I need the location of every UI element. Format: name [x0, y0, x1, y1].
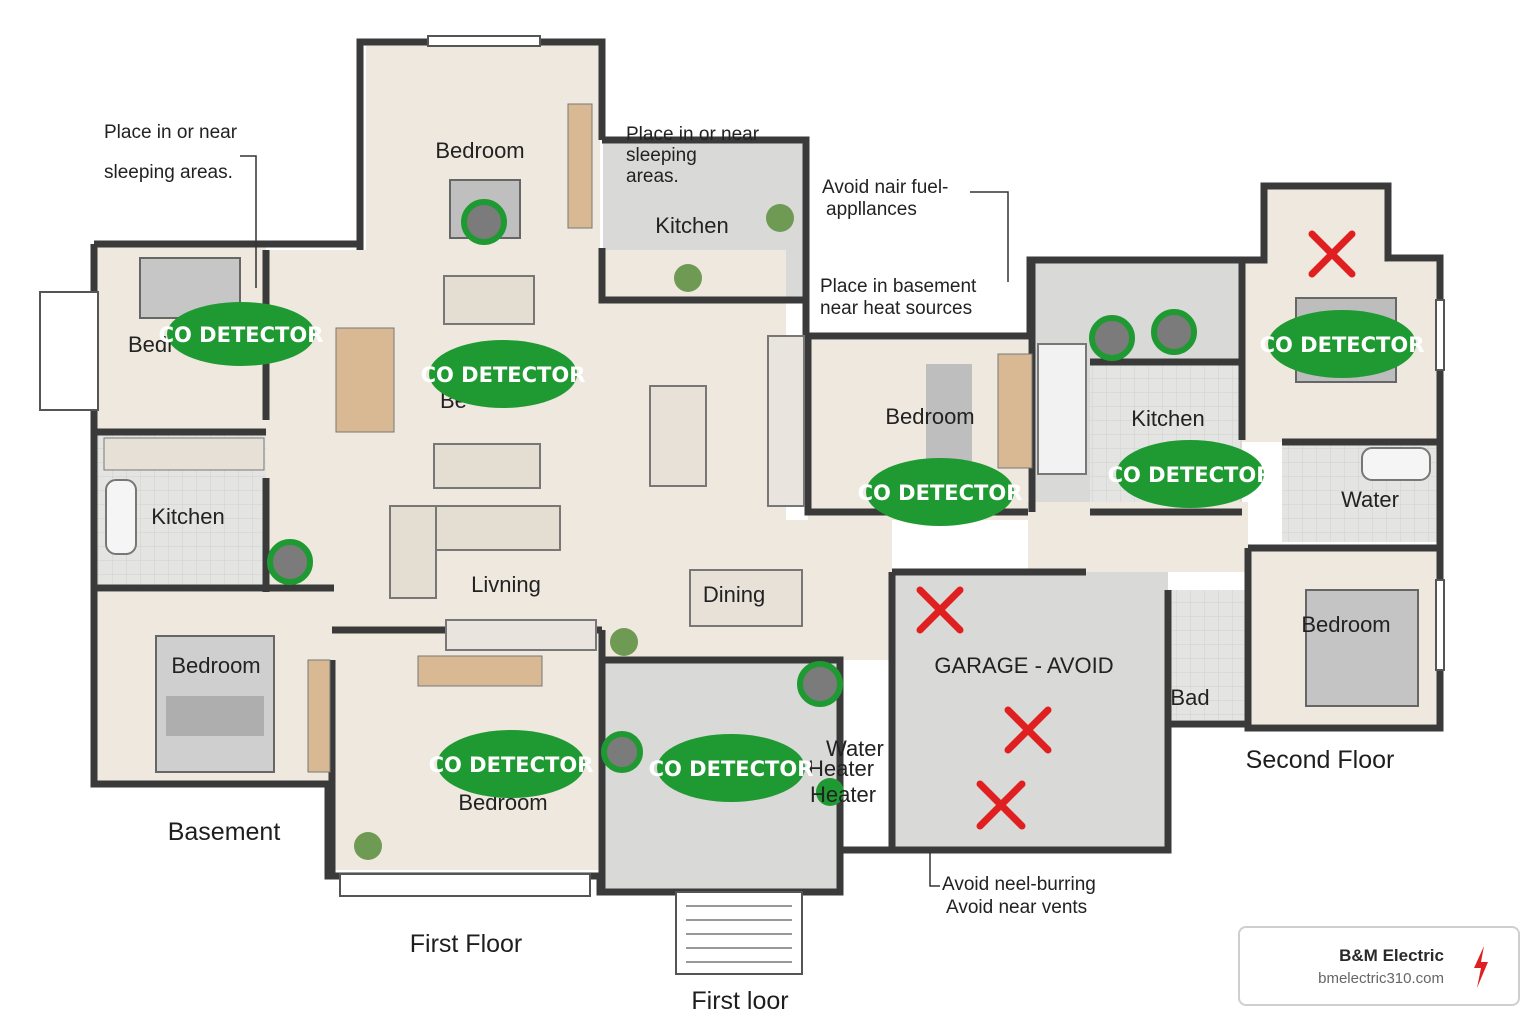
- detector-marker: [1089, 315, 1135, 361]
- room-label-bedroom-right: Bedroom: [1301, 612, 1390, 637]
- floor-label-first-loor: First loor: [691, 987, 788, 1015]
- room-label-kitchen-left: Kitchen: [151, 504, 224, 529]
- avoid-x-mark: [976, 780, 1026, 830]
- note-sleeping-top-1: Place in or near: [626, 124, 760, 145]
- note-fuel-2: appllances: [826, 199, 917, 220]
- room-label-bedroom-basement: Bedroom: [171, 653, 260, 678]
- room-label-dining: Dining: [703, 582, 765, 607]
- svg-text:CO DETECTOR: CO DETECTOR: [649, 757, 814, 781]
- room-labels: Bedroom Kitchen Bedr Be Kitchen Livning …: [128, 138, 1399, 815]
- svg-text:CO DETECTOR: CO DETECTOR: [159, 323, 324, 347]
- detector-marker: [797, 661, 843, 707]
- floor-label-second-floor: Second Floor: [1246, 746, 1395, 774]
- detector-marker: [1151, 309, 1197, 355]
- room-label-bad: Bad: [1170, 685, 1209, 710]
- co-detector-badge: CO DETECTOR: [1260, 310, 1425, 378]
- room-label-bedroom-mid: Bedroom: [885, 404, 974, 429]
- brand-name: B&M Electric: [1339, 946, 1444, 965]
- brand-url: bmelectric310.com: [1318, 970, 1444, 987]
- svg-text:CO DETECTOR: CO DETECTOR: [1108, 463, 1273, 487]
- note-vents-1: Avoid neel-burring: [942, 874, 1096, 895]
- room-label-water-heater-2: Heater: [808, 756, 874, 781]
- annotations: Place in or near sleeping areas. Place i…: [104, 122, 1096, 918]
- detector-marker: [816, 778, 844, 806]
- svg-text:CO DETECTOR: CO DETECTOR: [421, 363, 586, 387]
- entry-steps: [686, 905, 792, 963]
- note-sleeping-top-2: sleeping: [626, 145, 697, 166]
- co-detector-badges: CO DETECTOR CO DETECTOR CO DETECTOR CO D…: [159, 302, 1425, 802]
- room-label-bedroom-left: Bedr: [128, 332, 174, 357]
- co-detector-badge: CO DETECTOR: [1108, 440, 1273, 508]
- co-detector-badge: CO DETECTOR: [858, 458, 1023, 526]
- note-fuel-1: Avoid nair fuel-: [822, 177, 948, 198]
- co-detector-badge: CO DETECTOR: [421, 340, 586, 408]
- floor-label-basement: Basement: [168, 818, 281, 846]
- note-sleeping-left-1: Place in or near: [104, 122, 238, 143]
- avoid-x-mark: [1308, 230, 1356, 278]
- note-vents-2: Avoid near vents: [946, 897, 1087, 918]
- note-sleeping-left-2: sleeping areas.: [104, 162, 233, 183]
- floor-label-first-floor: First Floor: [410, 930, 523, 958]
- svg-text:CO DETECTOR: CO DETECTOR: [858, 481, 1023, 505]
- note-basement-2: near heat sources: [820, 298, 972, 319]
- svg-text:CO DETECTOR: CO DETECTOR: [429, 753, 594, 777]
- detector-marker: [601, 731, 643, 773]
- room-label-water-heater-1: Water: [826, 736, 884, 761]
- room-label-water-heater-3: Heater: [810, 782, 876, 807]
- co-detector-badge: CO DETECTOR: [649, 734, 814, 802]
- avoid-x-mark: [1004, 706, 1052, 754]
- avoid-marks: [916, 230, 1356, 830]
- detector-marker: [461, 199, 507, 245]
- room-label-kitchen-top: Kitchen: [655, 213, 728, 238]
- co-detector-badge: CO DETECTOR: [429, 730, 594, 798]
- note-sleeping-top-3: areas.: [626, 166, 679, 187]
- room-label-bedroom-top: Bedroom: [435, 138, 524, 163]
- detector-markers: [267, 199, 1197, 806]
- room-label-garage: GARAGE - AVOID: [934, 653, 1113, 678]
- furniture: [103, 103, 1431, 860]
- svg-text:CO DETECTOR: CO DETECTOR: [1260, 333, 1425, 357]
- co-detector-badge: CO DETECTOR: [159, 302, 324, 366]
- room-label-living: Livning: [471, 572, 541, 597]
- room-label-kitchen-right: Kitchen: [1131, 406, 1204, 431]
- lightning-bolt-icon: [1474, 946, 1488, 988]
- detector-marker: [267, 539, 313, 585]
- brand-badge: B&M Electric bmelectric310.com: [1238, 926, 1520, 1006]
- note-basement-1: Place in basement: [820, 276, 977, 297]
- room-label-water: Water: [1341, 487, 1399, 512]
- avoid-x-mark: [916, 586, 964, 634]
- floor-labels: Basement First Floor First loor Second F…: [168, 746, 1395, 1015]
